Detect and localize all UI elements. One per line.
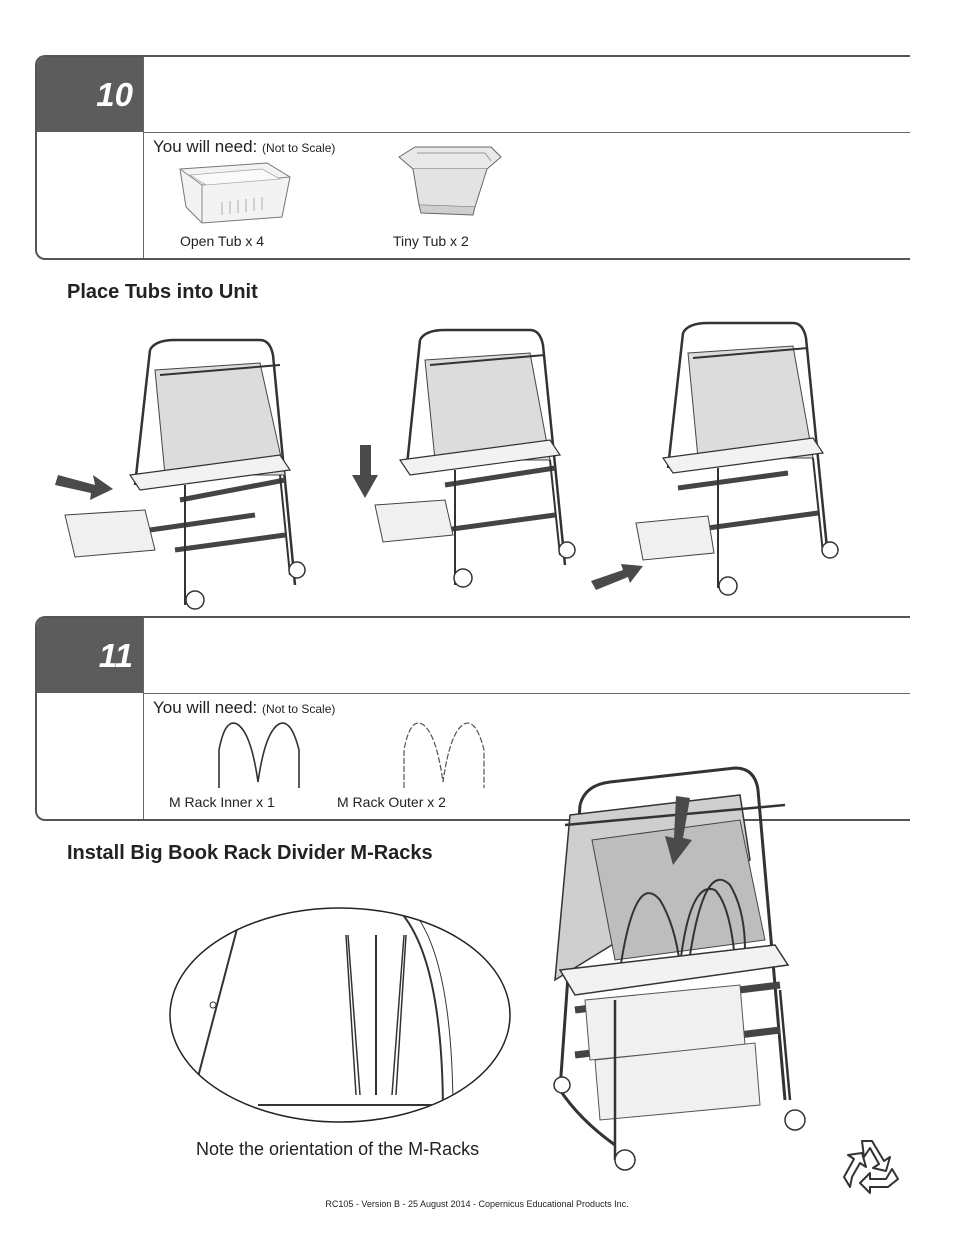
orientation-note: Note the orientation of the M-Racks: [196, 1139, 480, 1159]
m-rack-inner-icon: [218, 722, 300, 788]
step-11-box: 11 You will need: (Not to Scale) M Rack …: [35, 616, 910, 821]
step-10-box: 10 You will need: (Not to Scale) Open Tu…: [35, 55, 910, 260]
step-10-heading: Place Tubs into Unit: [67, 281, 258, 303]
item-caption: Tiny Tub x 2: [393, 233, 469, 249]
arrow-icon: [591, 564, 643, 590]
easel-illustration-2: [352, 328, 576, 588]
m-rack-outer-icon: [403, 722, 485, 788]
step-number: 11: [37, 618, 143, 693]
open-tub-icon: [179, 162, 291, 224]
arrow-icon: [55, 475, 113, 500]
step-11-heading: Install Big Book Rack Divider M-Racks: [67, 842, 433, 864]
step-number: 10: [37, 57, 143, 132]
divider: [143, 618, 144, 819]
easel-illustration-1: [55, 338, 306, 610]
detail-zoom-illustration: [169, 907, 511, 1123]
tiny-tub-icon: [398, 146, 502, 216]
divider: [143, 693, 910, 694]
you-will-need-label: You will need: (Not to Scale): [153, 698, 336, 717]
recycle-icon: [843, 1140, 899, 1194]
easel-with-m-racks-illustration: [553, 766, 806, 1171]
arrow-icon: [665, 796, 692, 865]
item-caption: M Rack Inner x 1: [169, 794, 275, 810]
item-caption: Open Tub x 4: [180, 233, 265, 249]
you-will-need-label: You will need: (Not to Scale): [153, 137, 336, 156]
footer-text: RC105 - Version B - 25 August 2014 - Cop…: [325, 1199, 629, 1209]
easel-illustration-3: [591, 321, 839, 596]
arrow-icon: [352, 445, 378, 498]
divider: [143, 57, 144, 258]
item-caption: M Rack Outer x 2: [337, 794, 446, 810]
divider: [143, 132, 910, 133]
